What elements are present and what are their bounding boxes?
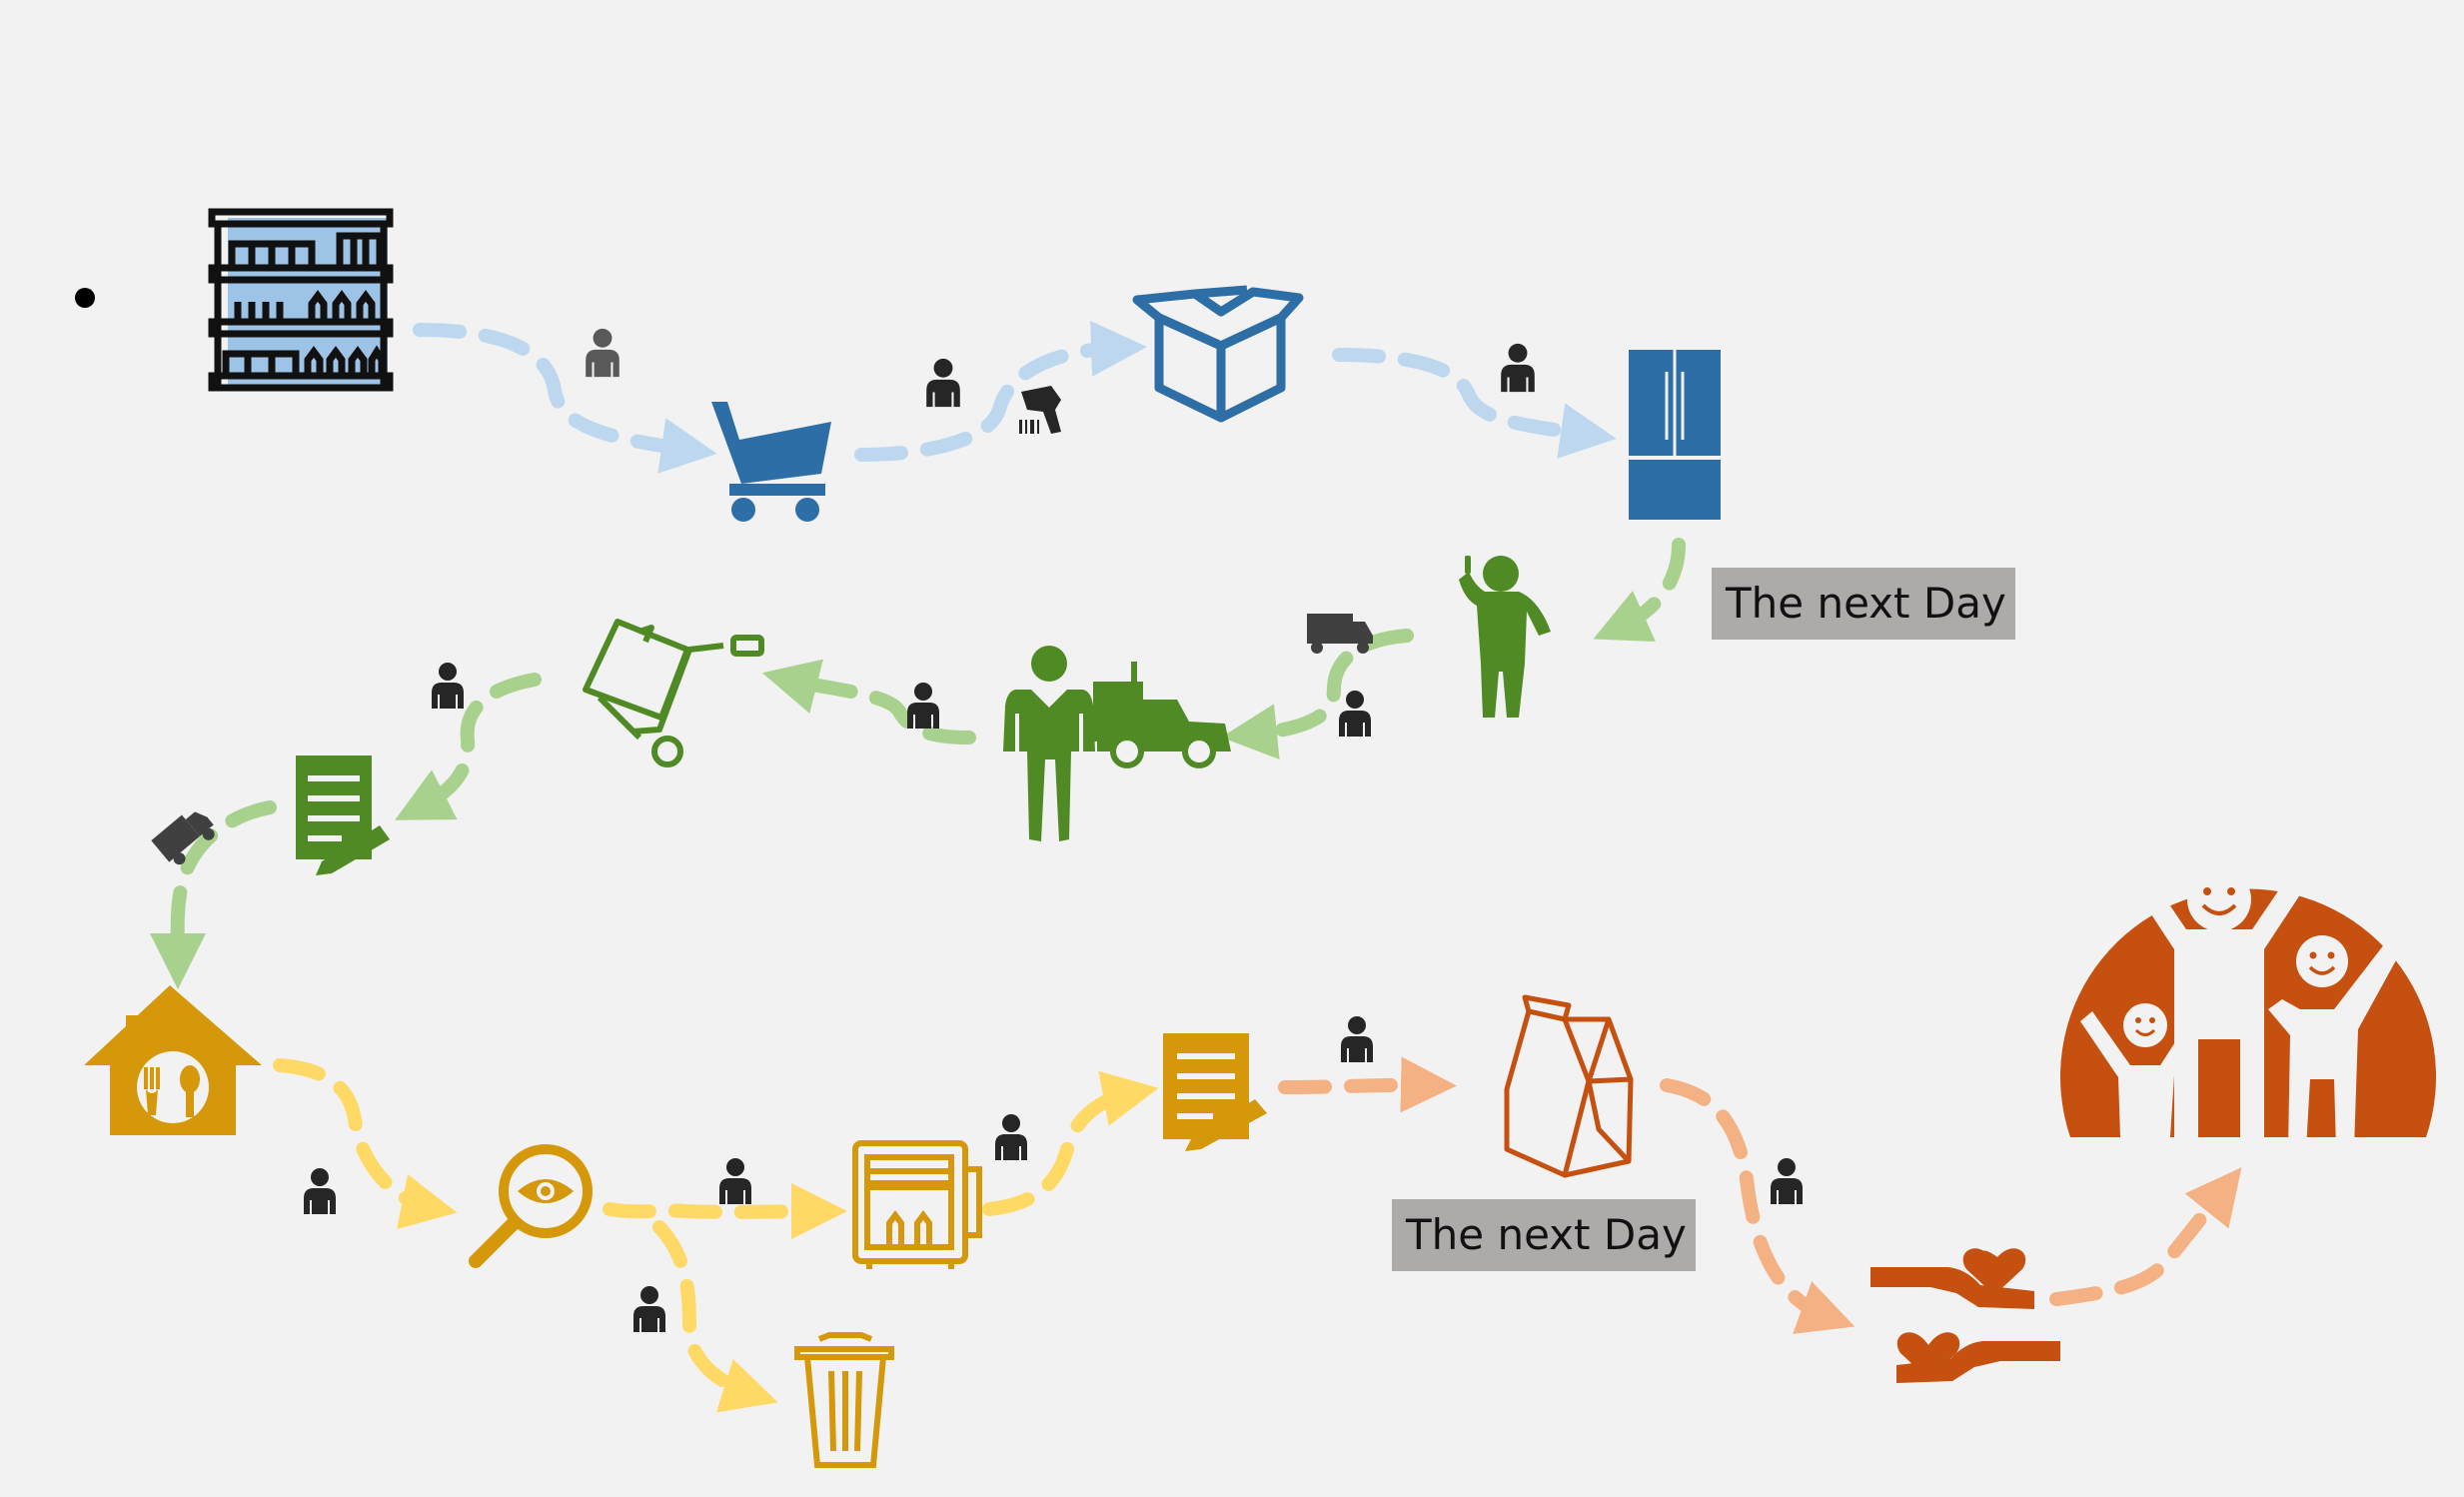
giving-hands-hearts-icon — [1870, 1248, 2060, 1383]
paper-bag-icon — [1504, 994, 1634, 1178]
person-icon — [1771, 1158, 1803, 1204]
next-day-label-1: The next Day — [1712, 568, 2015, 640]
delivery-worker-truck-icon — [1003, 646, 1231, 841]
delivery-truck-icon — [1307, 614, 1373, 654]
person-icon — [907, 683, 939, 729]
trash-bin-icon — [794, 1332, 894, 1468]
restaurant-house-icon — [84, 985, 262, 1135]
person-icon — [1341, 1016, 1373, 1062]
storage-fridge-icon — [852, 1140, 982, 1269]
magnifier-eye-icon — [469, 1144, 593, 1268]
shopping-cart-icon — [711, 402, 831, 522]
person-icon — [719, 1158, 751, 1204]
form-document-icon — [296, 755, 390, 875]
store-shelves-icon — [208, 208, 394, 392]
happy-family-icon — [2060, 867, 2436, 1149]
hand-truck-box-icon — [583, 619, 764, 767]
person-icon — [432, 663, 464, 709]
form-document-icon — [1163, 1033, 1267, 1151]
person-icon — [586, 328, 619, 378]
person-icon — [995, 1114, 1027, 1160]
next-day-label-2: The next Day — [1392, 1199, 1696, 1271]
refrigerator-icon — [1629, 350, 1721, 520]
open-box-icon — [1132, 285, 1304, 423]
barcode-scanner-icon — [1019, 386, 1061, 434]
person-icon — [304, 1168, 336, 1214]
delivery-truck-icon — [151, 811, 215, 865]
person-icon — [1339, 691, 1371, 737]
phone-call-person-icon — [1459, 556, 1551, 718]
person-icon — [926, 358, 960, 408]
bullet-dot — [75, 288, 95, 308]
person-icon — [1501, 343, 1535, 393]
person-icon — [633, 1286, 665, 1332]
